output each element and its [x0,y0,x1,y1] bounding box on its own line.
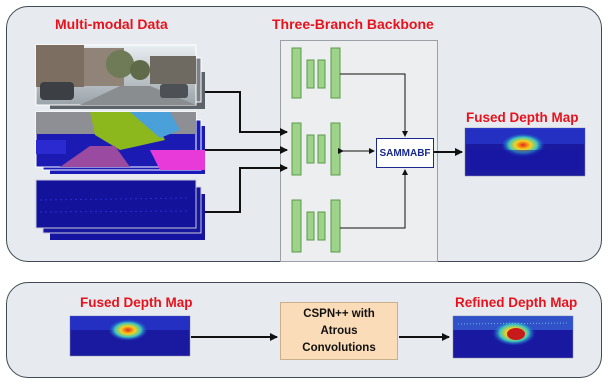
encoder-branch-1 [291,47,341,99]
refined-depth-map-label: Refined Depth Map [455,295,578,310]
sparse-depth-stack [35,179,205,240]
fused-depth-map-label-top: Fused Depth Map [466,110,579,125]
multimodal-data-label: Multi-modal Data [55,16,168,32]
sammabf-fusion-block: SAMMABF [376,138,434,168]
rgb-image-stack [35,44,205,109]
cspn-refinement-block: CSPN++ with Atrous Convolutions [280,302,398,360]
fused-depth-map-top [464,127,586,177]
refined-depth-map [452,315,574,359]
fused-depth-map-bottom [69,315,191,357]
backbone-label: Three-Branch Backbone [272,16,434,32]
encoder-branch-3 [291,199,341,253]
fused-depth-map-label-bottom: Fused Depth Map [80,295,193,310]
semantic-map-stack [35,111,205,174]
encoder-branch-2 [291,122,341,176]
